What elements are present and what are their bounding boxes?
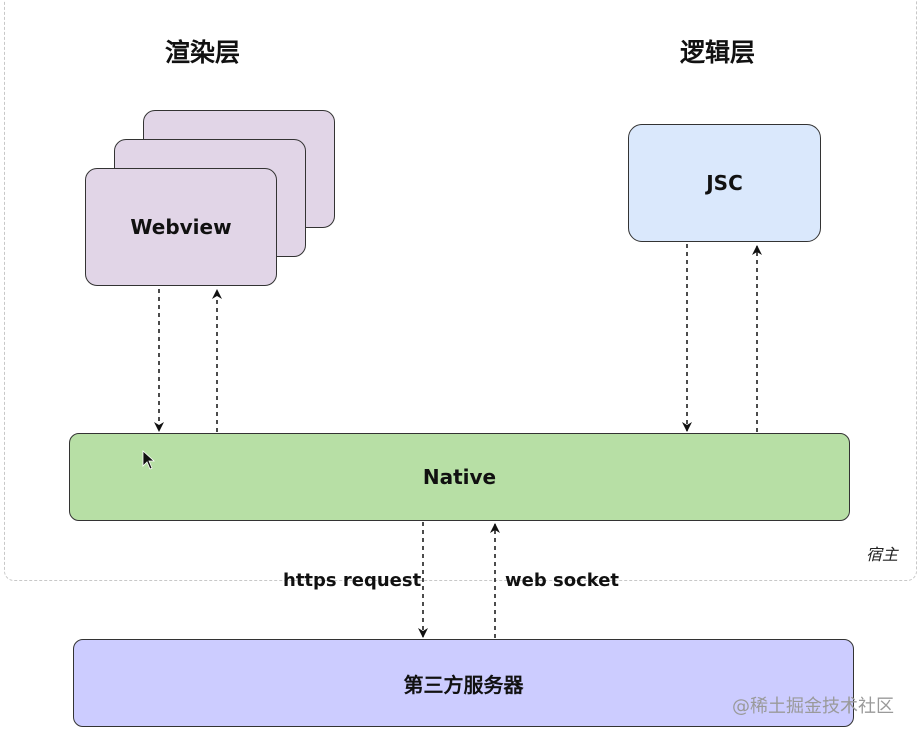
host-label: 宿主 bbox=[866, 545, 899, 564]
webview-card-front: Webview bbox=[85, 168, 277, 286]
logic-layer-title: 逻辑层 bbox=[680, 38, 756, 67]
native-label: Native bbox=[422, 465, 497, 489]
webview-label: Webview bbox=[130, 215, 232, 239]
server-bar: 第三方服务器 bbox=[73, 639, 854, 727]
mouse-cursor-icon bbox=[142, 450, 156, 470]
render-layer-title: 渲染层 bbox=[165, 38, 241, 67]
https-request-label: https request bbox=[283, 570, 422, 591]
jsc-label: JSC bbox=[706, 171, 743, 195]
server-label: 第三方服务器 bbox=[403, 672, 524, 697]
native-bar: Native bbox=[69, 433, 850, 521]
watermark-text: @稀土掘金技术社区 bbox=[732, 696, 894, 717]
web-socket-label: web socket bbox=[505, 570, 620, 591]
jsc-box: JSC bbox=[628, 124, 821, 242]
